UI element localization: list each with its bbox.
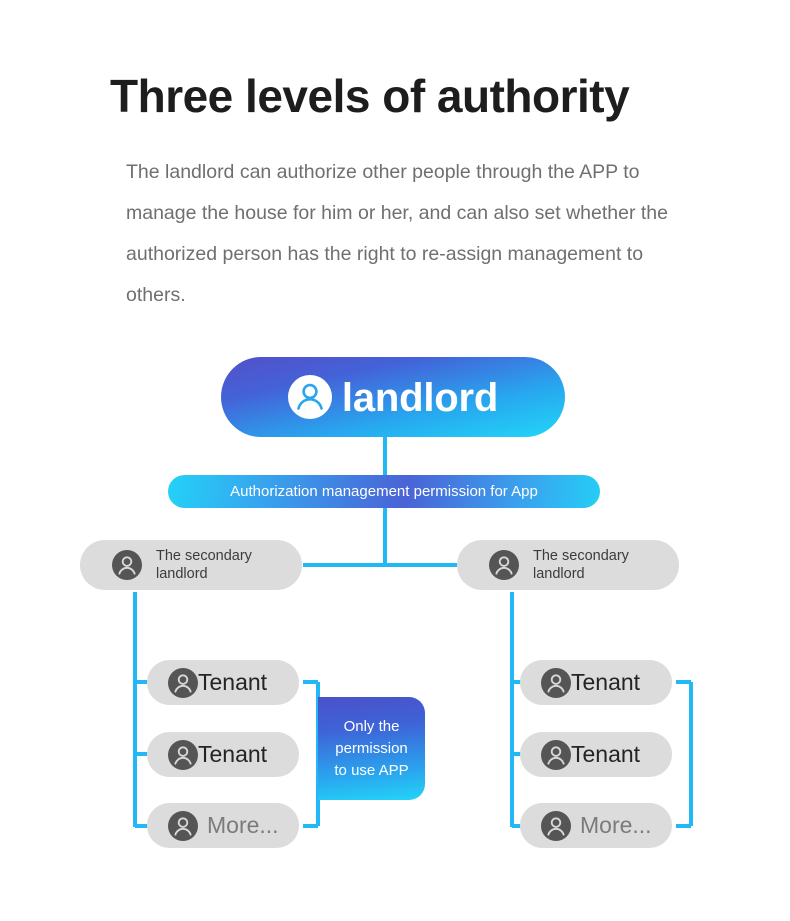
tenant-node-left-2[interactable]: Tenant: [147, 732, 299, 777]
label-line-2: landlord: [533, 566, 585, 582]
callout-line-1: Only the: [343, 717, 400, 735]
person-icon: [541, 667, 571, 698]
landlord-label: landlord: [341, 376, 499, 420]
secondary-landlord-right-label: The secondary landlord: [533, 547, 629, 583]
callout-line-3: to use APP: [334, 761, 409, 779]
person-icon: [168, 667, 198, 698]
secondary-landlord-left[interactable]: The secondary landlord: [80, 540, 302, 590]
more-label: More...: [580, 812, 652, 838]
permission-callout-text: Only the permission to use APP: [318, 716, 425, 782]
tenant-node-left-1[interactable]: Tenant: [147, 660, 299, 705]
authorization-banner-label: Authorization management permission for …: [230, 483, 538, 500]
person-icon: [168, 739, 198, 770]
label-line-1: The secondary: [156, 548, 252, 564]
tenant-label: Tenant: [198, 741, 268, 767]
landlord-node[interactable]: landlord: [221, 357, 565, 437]
page-description: The landlord can authorize other people …: [126, 161, 669, 306]
person-icon: [112, 550, 142, 580]
person-icon: [168, 810, 198, 841]
person-icon: [541, 739, 571, 770]
tenant-label: Tenant: [571, 669, 641, 695]
authorization-banner: Authorization management permission for …: [168, 475, 600, 508]
tenant-label: Tenant: [198, 669, 268, 695]
tenant-node-right-1[interactable]: Tenant: [520, 660, 672, 705]
person-icon: [541, 810, 571, 841]
more-node-left[interactable]: More...: [147, 803, 299, 848]
person-icon: [287, 375, 332, 419]
label-line-1: The secondary: [533, 548, 629, 564]
secondary-landlord-right[interactable]: The secondary landlord: [457, 540, 679, 590]
callout-line-2: permission: [335, 739, 408, 757]
secondary-landlord-left-label: The secondary landlord: [156, 547, 252, 583]
tenant-node-right-2[interactable]: Tenant: [520, 732, 672, 777]
more-label: More...: [207, 812, 279, 838]
person-icon: [489, 550, 519, 580]
more-node-right[interactable]: More...: [520, 803, 672, 848]
permission-callout: Only the permission to use APP: [318, 697, 425, 800]
page-title: Three levels of authority: [110, 70, 630, 122]
tenant-label: Tenant: [571, 741, 641, 767]
label-line-2: landlord: [156, 566, 208, 582]
